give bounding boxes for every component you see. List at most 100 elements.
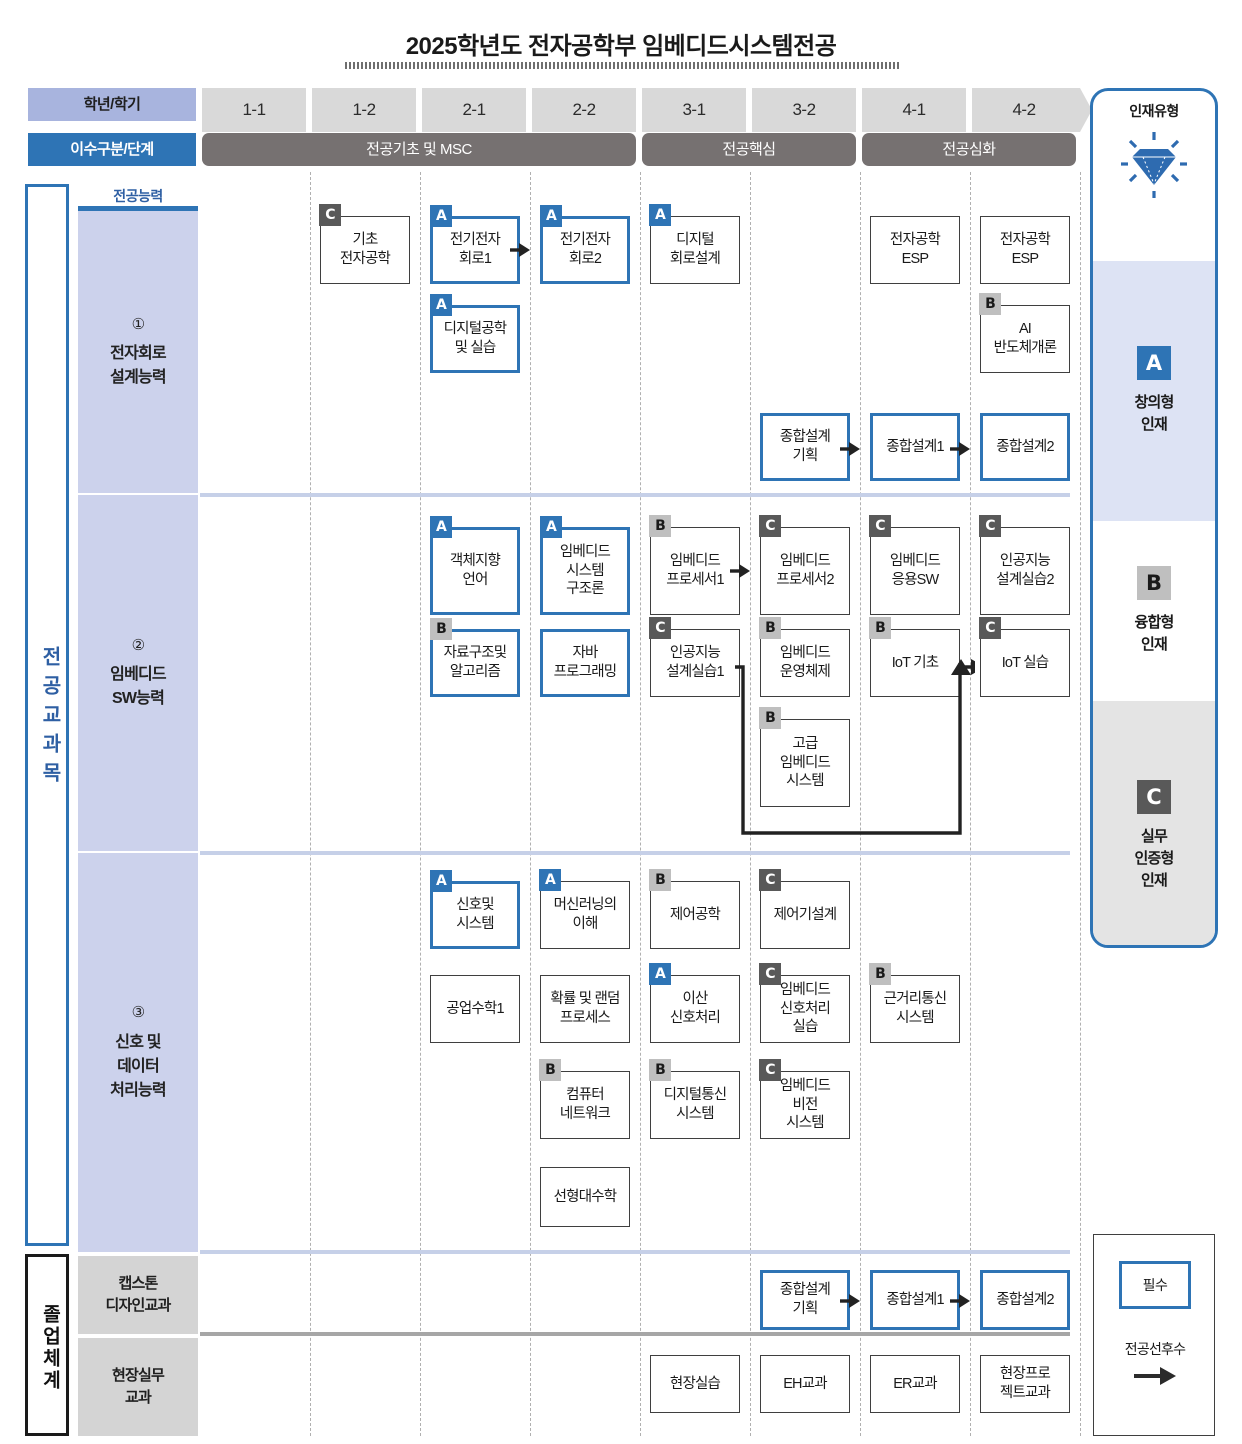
course-name-line: 전기전자 — [449, 232, 501, 249]
row-divider-2 — [200, 851, 1070, 855]
talent-badge-b-icon: B — [759, 707, 781, 729]
talent-badge-b-icon: B — [649, 1059, 671, 1081]
course-box[interactable]: 종합설계2 — [980, 413, 1070, 481]
semester-cell-1-2: 1-2 — [312, 88, 416, 132]
course-name-line: 전기전자 — [559, 232, 611, 249]
talent-badge-c-icon: C — [759, 869, 781, 891]
course-name-line: 이산 — [682, 991, 708, 1008]
course-name-line: 회로설계 — [669, 251, 721, 267]
course-name-line: 디지털통신 — [663, 1087, 727, 1104]
course-name-line: 시스템 — [676, 1106, 714, 1122]
grid-divider-1 — [310, 172, 311, 1436]
course-name-line: 프로그래밍 — [553, 664, 617, 680]
legend-prerequisite-label: 전공선후수 — [1124, 1341, 1186, 1357]
ability-name-line: SW능력 — [111, 690, 165, 708]
course-name-line: 제어공학 — [669, 906, 721, 923]
course-name-line: 임베디드 — [779, 645, 831, 662]
course-box[interactable]: 공업수학1 — [430, 975, 520, 1043]
course-name-line: 이해 — [572, 916, 598, 932]
course-name-line: 시스템 — [896, 1010, 934, 1026]
course-name-line: 임베디드 — [779, 1077, 831, 1094]
course-box[interactable]: 현장실습 — [650, 1355, 740, 1413]
talent-badge-a-icon: A — [1137, 346, 1171, 381]
talent-badge-a-icon: A — [430, 870, 452, 892]
prereq-elbow-ai-lab1-ai-lab2 — [735, 655, 985, 845]
prereq-arrow-capstone2-plan-1 — [840, 1293, 860, 1308]
course-box[interactable]: 종합설계2 — [980, 1270, 1070, 1330]
course-name-line: 반도체개론 — [993, 340, 1057, 356]
talent-panel-title: 인재유형 — [1129, 103, 1179, 119]
graduation-name-line: 디자인교과 — [105, 1297, 171, 1314]
course-name-line: 기초 — [352, 232, 378, 249]
course-name: 제어공학 — [669, 906, 721, 925]
graduation-name-line: 교과 — [124, 1389, 152, 1406]
prereq-arrow-circuit1-circuit2 — [510, 242, 530, 257]
course-box[interactable]: 종합설계1 — [870, 413, 960, 481]
course-name: 종합설계1 — [886, 438, 944, 457]
course-box[interactable]: 선형대수학 — [540, 1167, 630, 1227]
talent-badge-c-icon: C — [319, 204, 341, 226]
talent-badge-c-icon: C — [649, 617, 671, 639]
course-name-line: EH교과 — [783, 1375, 827, 1392]
course-name-line: 종합설계1 — [886, 1291, 944, 1308]
course-box[interactable]: ER교과 — [870, 1355, 960, 1413]
course-name-line: 시스템 — [786, 773, 824, 790]
course-box[interactable]: EH교과 — [760, 1355, 850, 1413]
course-name-line: 자료구조및 — [443, 645, 507, 662]
course-name-line: ESP — [901, 251, 929, 267]
course-name-line: 프로세서1 — [666, 572, 724, 588]
course-box[interactable]: 종합설계1 — [870, 1270, 960, 1330]
course-name: EH교과 — [783, 1375, 827, 1394]
course-name-line: 임베디드 — [779, 754, 831, 771]
